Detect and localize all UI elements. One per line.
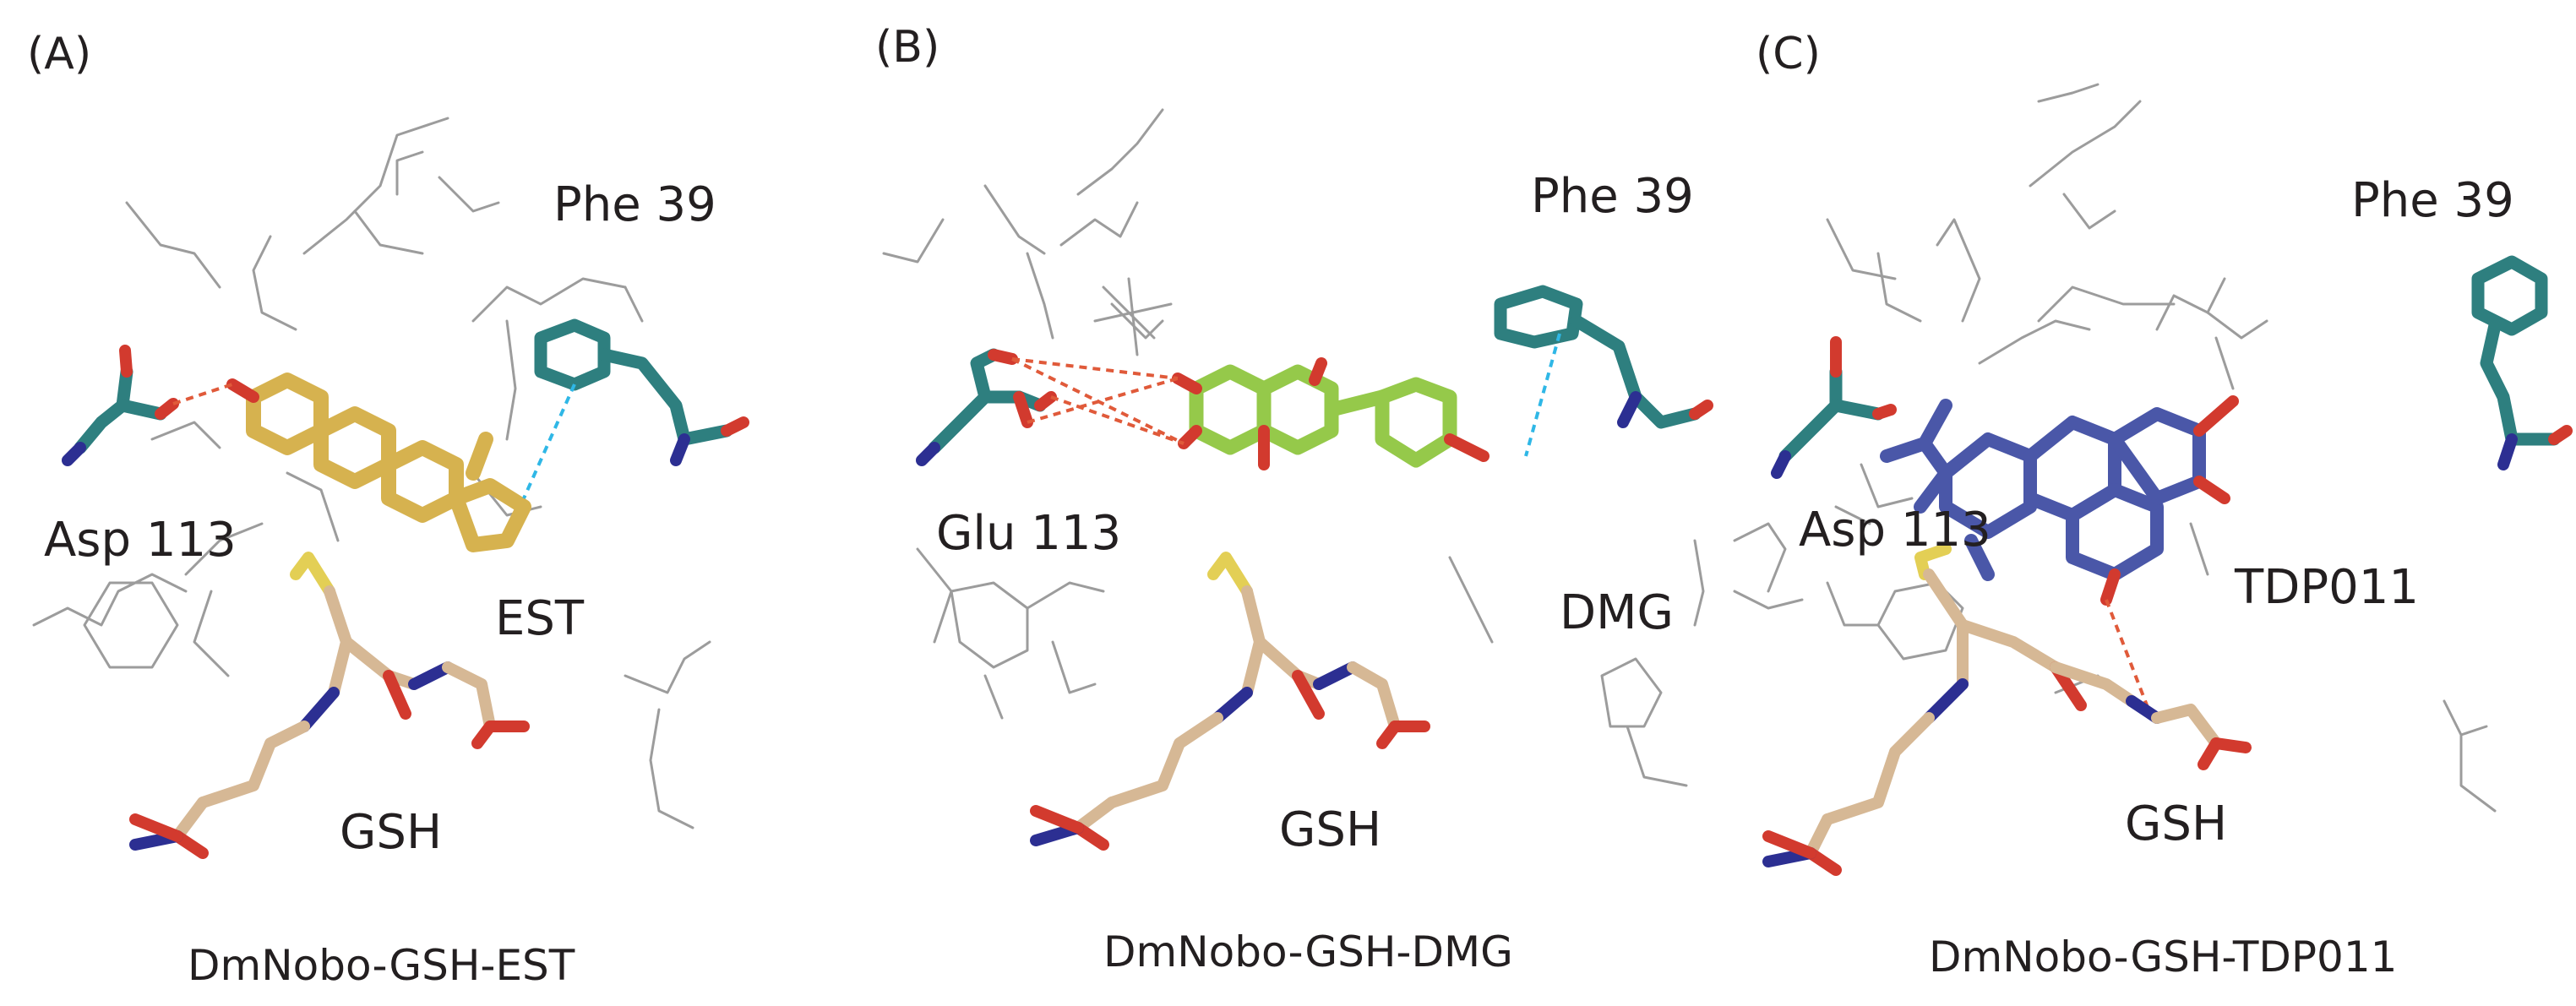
residue-top-c: Phe 39 <box>2351 173 2514 228</box>
panel-label-b: (B) <box>875 22 940 73</box>
cofactor-label-b: GSH <box>1279 802 1382 857</box>
cofactor-label-a: GSH <box>340 805 443 860</box>
ligand-est <box>226 372 531 552</box>
residue-top-b: Phe 39 <box>1531 169 1694 224</box>
residue-top-a: Phe 39 <box>553 177 716 232</box>
wire-residues <box>882 108 1705 787</box>
caption-b: DmNobo-GSH-DMG <box>1103 927 1513 976</box>
asp-113-sidechain <box>62 345 179 466</box>
structure-a <box>32 117 749 859</box>
gsh-c <box>1762 543 2252 876</box>
asp-113-sidechain <box>1771 336 1897 479</box>
panel-label-a: (A) <box>27 29 92 79</box>
wire-residues <box>32 117 711 829</box>
gsh-b <box>1030 552 1430 851</box>
gsh-a <box>129 552 530 859</box>
pi-stack-a <box>522 383 576 499</box>
residue-left-a: Asp 113 <box>44 513 237 568</box>
residue-left-b: Glu 113 <box>936 506 1122 561</box>
ligand-label-c: TDP011 <box>2235 560 2419 615</box>
phe-39-sidechain <box>2471 255 2573 470</box>
ligand-label-a: EST <box>495 591 585 646</box>
residue-left-c: Asp 113 <box>1799 503 1991 557</box>
panel-b: (B) Phe 39 Glu 113 DMG GSH DmNobo-GSH-DM… <box>858 0 1717 1006</box>
hbonds-b <box>1011 357 1185 445</box>
phe-39-sidechain <box>1494 285 1713 429</box>
glu-113-sidechain <box>916 348 1057 466</box>
ligand-tdp011 <box>1880 395 2239 606</box>
structure-b <box>882 108 1713 851</box>
cofactor-label-c: GSH <box>2125 797 2228 851</box>
pi-stack-b <box>1524 333 1561 457</box>
caption-a: DmNobo-GSH-EST <box>188 941 575 990</box>
hbond-c <box>2105 599 2150 710</box>
panel-label-c: (C) <box>1756 29 1821 79</box>
structure-c <box>1733 83 2573 876</box>
panel-a: (A) Phe 39 Asp 113 EST GSH DmNobo-GSH-ES… <box>0 0 858 1006</box>
panel-c: (C) Phe 39 Asp 113 TDP011 GSH DmNobo-GSH… <box>1718 0 2576 1006</box>
phe-39-sidechain <box>534 318 749 466</box>
caption-c: DmNobo-GSH-TDP011 <box>1929 933 2398 982</box>
hbond-a <box>172 383 233 405</box>
ligand-dmg <box>1172 357 1490 470</box>
ligand-label-b: DMG <box>1560 585 1674 640</box>
